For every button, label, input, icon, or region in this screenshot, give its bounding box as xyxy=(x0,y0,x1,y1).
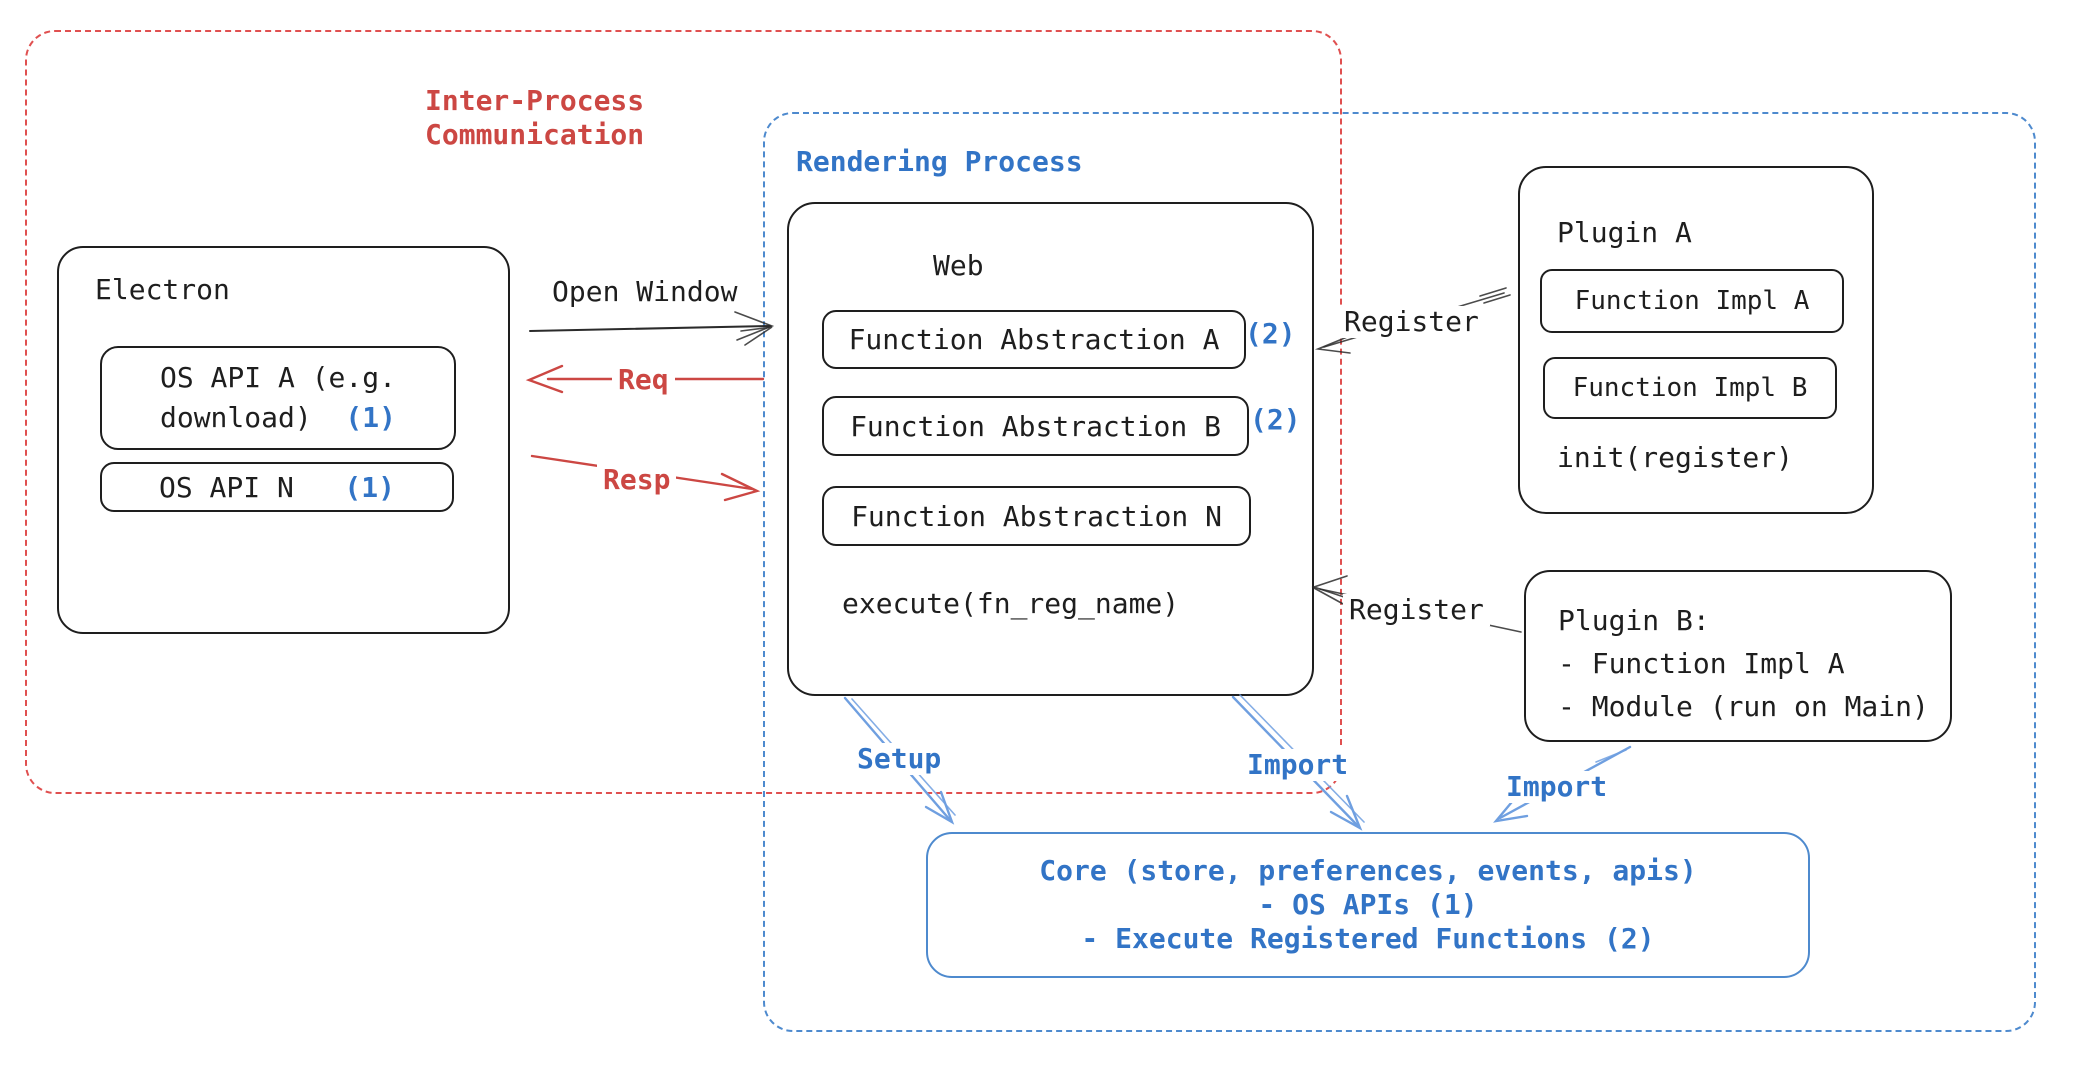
function-impl-a-node: Function Impl A xyxy=(1540,269,1844,333)
os-api-a-badge: (1) xyxy=(345,401,396,434)
web-node: Web Function Abstraction A Function Abst… xyxy=(787,202,1314,696)
ipc-group-label-line2: Communication xyxy=(425,118,645,151)
web-title: Web xyxy=(933,249,984,282)
os-api-a-line2: download) xyxy=(159,401,312,434)
core-item-os-apis: - OS APIs (1) xyxy=(1258,888,1478,921)
core-item-execute-registered: - Execute Registered Functions (2) xyxy=(1081,922,1655,955)
ipc-group-label-line1: Inter-Process xyxy=(425,84,645,117)
os-api-n-node: OS API N (1) xyxy=(100,462,454,512)
function-abstraction-a-node: Function Abstraction A xyxy=(822,310,1246,369)
execute-label: execute(fn_reg_name) xyxy=(842,587,1180,620)
function-abstraction-n-label: Function Abstraction N xyxy=(851,499,1222,533)
electron-title: Electron xyxy=(95,273,230,306)
function-abstraction-b-label: Function Abstraction B xyxy=(850,409,1221,443)
init-register-label: init(register) xyxy=(1557,441,1794,474)
register-top-label: Register xyxy=(1338,306,1485,338)
rendering-group-box xyxy=(763,112,2036,1032)
ipc-group-label: Inter-Process Communication xyxy=(425,84,644,152)
core-title: Core (store, preferences, events, apis) xyxy=(1039,854,1697,887)
core-node: Core (store, preferences, events, apis) … xyxy=(926,832,1810,978)
ipc-group-box xyxy=(25,30,1342,794)
resp-label: Resp xyxy=(597,464,677,496)
function-abstraction-b-node: Function Abstraction B xyxy=(822,396,1249,456)
rendering-group-label: Rendering Process xyxy=(796,145,1083,178)
os-api-n-badge: (1) xyxy=(344,470,395,504)
register-bottom-label: Register xyxy=(1343,594,1490,626)
function-abstraction-a-badge: (2) xyxy=(1245,317,1296,350)
function-impl-b-label: Function Impl B xyxy=(1572,373,1808,403)
function-impl-b-node: Function Impl B xyxy=(1543,357,1837,419)
electron-node: Electron OS API A (e.g. download) (1) OS… xyxy=(57,246,510,634)
function-abstraction-n-node: Function Abstraction N xyxy=(822,486,1251,546)
plugin-b-item-function-impl-a: - Function Impl A xyxy=(1558,647,1845,680)
plugin-a-node: Plugin A Function Impl A Function Impl B… xyxy=(1518,166,1874,514)
function-abstraction-a-label: Function Abstraction A xyxy=(848,323,1220,356)
plugin-b-title: Plugin B: xyxy=(1558,604,1710,637)
plugin-b-item-module: - Module (run on Main) xyxy=(1558,690,1929,723)
os-api-a-node: OS API A (e.g. download) (1) xyxy=(100,346,456,450)
function-abstraction-b-badge: (2) xyxy=(1250,403,1301,436)
os-api-a-line1: OS API A (e.g. xyxy=(159,361,396,394)
req-label: Req xyxy=(612,364,675,396)
import-plugin-label: Import xyxy=(1500,771,1614,803)
plugin-a-title: Plugin A xyxy=(1557,216,1692,249)
plugin-b-node: Plugin B: - Function Impl A - Module (ru… xyxy=(1524,570,1952,742)
import-web-label: Import xyxy=(1241,749,1355,781)
setup-label: Setup xyxy=(851,743,948,775)
open-window-label: Open Window xyxy=(552,275,738,308)
os-api-n-label: OS API N xyxy=(158,470,294,504)
function-impl-a-label: Function Impl A xyxy=(1574,286,1810,316)
